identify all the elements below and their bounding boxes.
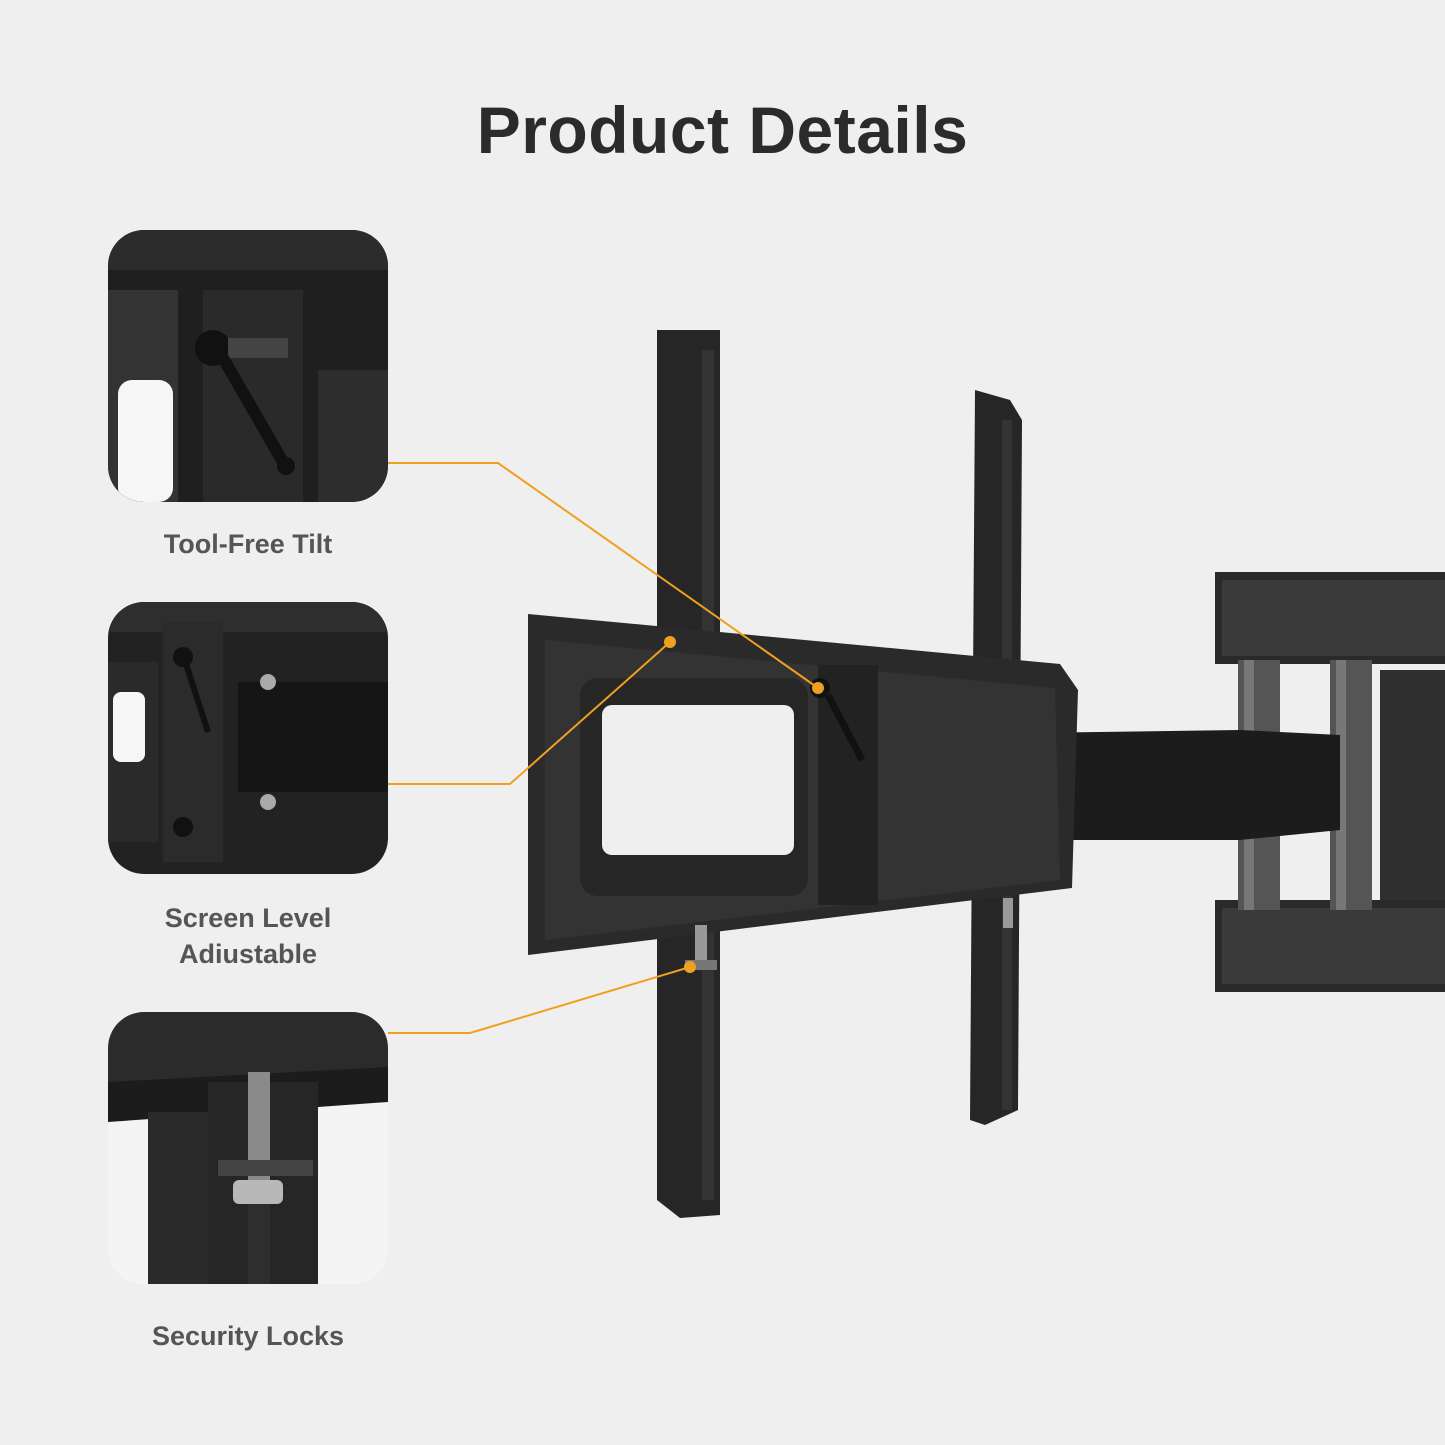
callout-dot-tilt	[812, 682, 824, 694]
callout-dot-lock	[684, 961, 696, 973]
feature-card-level	[108, 602, 388, 874]
feature-label-lock: Security Locks	[151, 1321, 345, 1351]
feature-card-tilt	[108, 230, 388, 502]
feature-label-tilt: Tool-Free Tilt	[163, 529, 333, 559]
swing-arm	[880, 572, 1445, 992]
page-title: Product Details	[476, 93, 969, 167]
callout-lines	[388, 462, 819, 1034]
security-lock-icon	[108, 1012, 388, 1284]
feature-card-lock	[108, 1012, 388, 1284]
level-adjust-icon	[108, 602, 388, 874]
callout-dot-level	[664, 636, 676, 648]
mounting-plate	[528, 614, 1078, 955]
tilt-knob-icon	[108, 230, 388, 502]
feature-label-level: Screen Level Adiustable	[164, 903, 332, 969]
